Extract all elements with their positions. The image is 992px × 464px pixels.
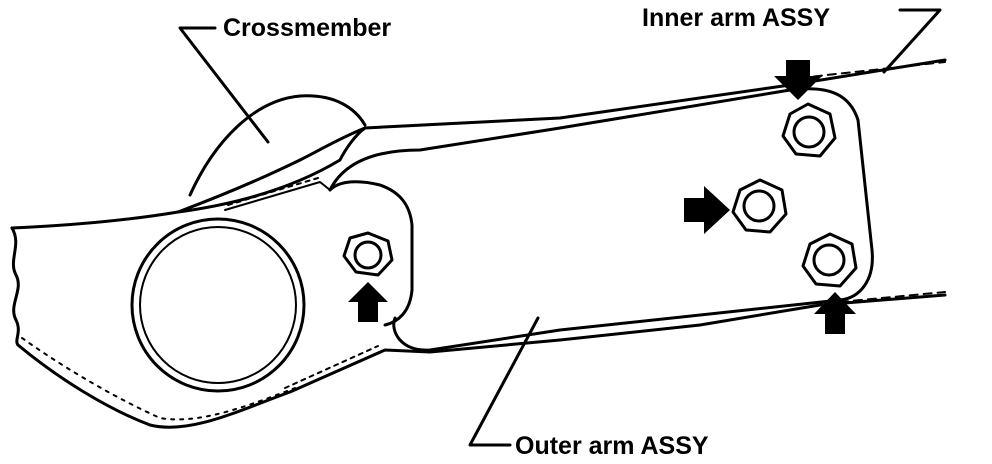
nut-left [342, 231, 394, 277]
leader-outer-arm [468, 316, 540, 447]
arrow-right-center-icon [684, 186, 730, 234]
outer-arm-label: Outer arm ASSY [515, 432, 709, 460]
arrow-up-bottom-icon [814, 292, 856, 334]
nut-bottom-right [801, 232, 858, 288]
outer-arm [224, 87, 874, 389]
leader-inner-arm [882, 8, 942, 74]
arrow-down-top-icon [774, 60, 822, 100]
leader-crossmember [178, 26, 270, 144]
nut-top-right [781, 102, 837, 158]
nut-center [731, 178, 788, 234]
crossmember-label: Crossmember [223, 14, 391, 42]
inner-arm-label: Inner arm ASSY [642, 4, 830, 32]
arrow-up-left-icon [348, 282, 388, 322]
crossmember [176, 94, 367, 214]
main-housing [10, 58, 947, 429]
bushing [130, 217, 306, 393]
